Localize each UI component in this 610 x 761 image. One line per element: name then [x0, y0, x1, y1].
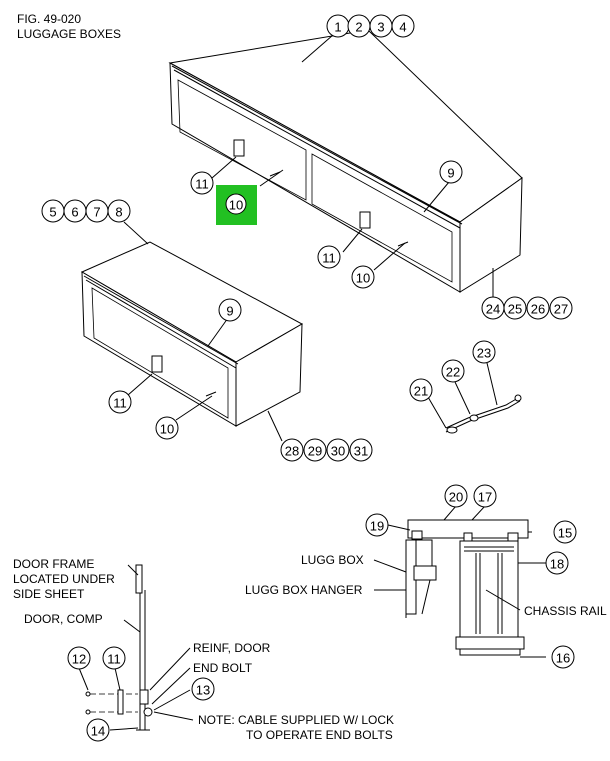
svg-text:25: 25	[508, 302, 522, 317]
figure-number: FIG. 49-020	[17, 12, 81, 26]
svg-text:14: 14	[91, 724, 105, 739]
small-luggage-box	[80, 241, 304, 427]
callout-9-large-box[interactable]: 9	[439, 160, 463, 184]
svg-text:11: 11	[113, 396, 127, 411]
svg-text:5: 5	[49, 205, 56, 220]
svg-text:10: 10	[160, 422, 174, 437]
callout-21[interactable]: 21	[409, 378, 433, 402]
svg-text:10: 10	[229, 198, 243, 213]
svg-text:21: 21	[414, 384, 428, 399]
callout-18[interactable]: 18	[545, 551, 569, 575]
svg-text:11: 11	[322, 251, 336, 266]
label-reinf-door: REINF, DOOR	[193, 641, 271, 655]
callout-9-small-box[interactable]: 9	[218, 298, 242, 322]
lock-cable	[445, 394, 522, 434]
callout-2[interactable]: 2	[347, 14, 371, 38]
label-lugg-box: LUGG BOX	[301, 553, 364, 567]
callout-1[interactable]: 1	[326, 14, 350, 38]
callout-10-large-right[interactable]: 10	[351, 265, 375, 289]
svg-text:3: 3	[377, 20, 384, 35]
callout-11-large-right[interactable]: 11	[317, 245, 341, 269]
large-luggage-box	[168, 29, 523, 293]
svg-text:12: 12	[72, 652, 86, 667]
door-section-detail	[85, 564, 153, 731]
callout-5[interactable]: 5	[41, 199, 65, 223]
label-chassis-rail: CHASSIS RAIL	[524, 604, 607, 618]
callout-26[interactable]: 26	[526, 296, 550, 320]
callout-11-large-left[interactable]: 11	[190, 171, 214, 195]
svg-text:7: 7	[93, 205, 100, 220]
label-note-line-1: NOTE: CABLE SUPPLIED W/ LOCK	[198, 713, 394, 727]
svg-text:8: 8	[115, 205, 122, 220]
label-door-comp: DOOR, COMP	[24, 612, 103, 626]
callout-6[interactable]: 6	[63, 199, 87, 223]
label-lugg-box-hanger: LUGG BOX HANGER	[245, 583, 363, 597]
callout-24[interactable]: 24	[481, 296, 505, 320]
svg-text:4: 4	[399, 20, 406, 35]
callout-23[interactable]: 23	[472, 340, 496, 364]
callout-10-highlighted[interactable]: 10	[225, 193, 247, 215]
svg-text:11: 11	[195, 177, 209, 192]
callout-3[interactable]: 3	[369, 14, 393, 38]
callout-10-small-box[interactable]: 10	[155, 416, 179, 440]
svg-text:22: 22	[446, 365, 460, 380]
svg-text:13: 13	[196, 683, 210, 698]
label-door-frame-1: DOOR FRAME	[13, 557, 94, 571]
svg-text:15: 15	[558, 526, 572, 541]
leader-lines	[78, 34, 546, 731]
label-end-bolt: END BOLT	[193, 661, 253, 675]
callout-27[interactable]: 27	[549, 296, 573, 320]
callout-13[interactable]: 13	[191, 677, 215, 701]
svg-text:16: 16	[556, 651, 570, 666]
svg-text:11: 11	[107, 652, 121, 667]
callout-11-door-detail[interactable]: 11	[102, 646, 126, 670]
callout-30[interactable]: 30	[326, 438, 350, 462]
callout-12[interactable]: 12	[67, 646, 91, 670]
latch-icon	[233, 139, 245, 157]
callout-19[interactable]: 19	[365, 513, 389, 537]
svg-text:17: 17	[478, 490, 492, 505]
callout-8[interactable]: 8	[107, 199, 131, 223]
label-door-frame-2: LOCATED UNDER	[13, 572, 115, 586]
callout-16[interactable]: 16	[551, 645, 575, 669]
label-door-frame-3: SIDE SHEET	[13, 587, 85, 601]
svg-text:1: 1	[334, 20, 341, 35]
callout-15[interactable]: 15	[553, 520, 577, 544]
callout-7[interactable]: 7	[85, 199, 109, 223]
mounting-detail	[405, 519, 529, 656]
latch-icon	[151, 355, 163, 373]
callout-4[interactable]: 4	[391, 14, 415, 38]
label-note-line-2: TO OPERATE END BOLTS	[246, 728, 393, 742]
svg-text:23: 23	[477, 346, 491, 361]
callout-29[interactable]: 29	[303, 438, 327, 462]
svg-text:19: 19	[370, 519, 384, 534]
svg-text:27: 27	[554, 302, 568, 317]
callout-28[interactable]: 28	[280, 438, 304, 462]
latch-icon	[359, 211, 371, 229]
callout-17[interactable]: 17	[473, 484, 497, 508]
svg-text:6: 6	[71, 205, 78, 220]
svg-text:28: 28	[285, 444, 299, 459]
svg-text:31: 31	[354, 444, 368, 459]
callout-22[interactable]: 22	[441, 359, 465, 383]
callout-14[interactable]: 14	[86, 718, 110, 742]
svg-text:20: 20	[449, 490, 463, 505]
svg-text:10: 10	[356, 271, 370, 286]
svg-text:9: 9	[447, 166, 454, 181]
svg-text:24: 24	[486, 302, 500, 317]
callout-20[interactable]: 20	[444, 484, 468, 508]
svg-text:30: 30	[331, 444, 345, 459]
callout-31[interactable]: 31	[349, 438, 373, 462]
callout-11-small-box[interactable]: 11	[108, 390, 132, 414]
svg-text:18: 18	[550, 557, 564, 572]
svg-text:9: 9	[226, 304, 233, 319]
figure-title: LUGGAGE BOXES	[17, 27, 121, 41]
svg-text:29: 29	[308, 444, 322, 459]
svg-text:26: 26	[531, 302, 545, 317]
callout-25[interactable]: 25	[503, 296, 527, 320]
svg-text:2: 2	[355, 20, 362, 35]
